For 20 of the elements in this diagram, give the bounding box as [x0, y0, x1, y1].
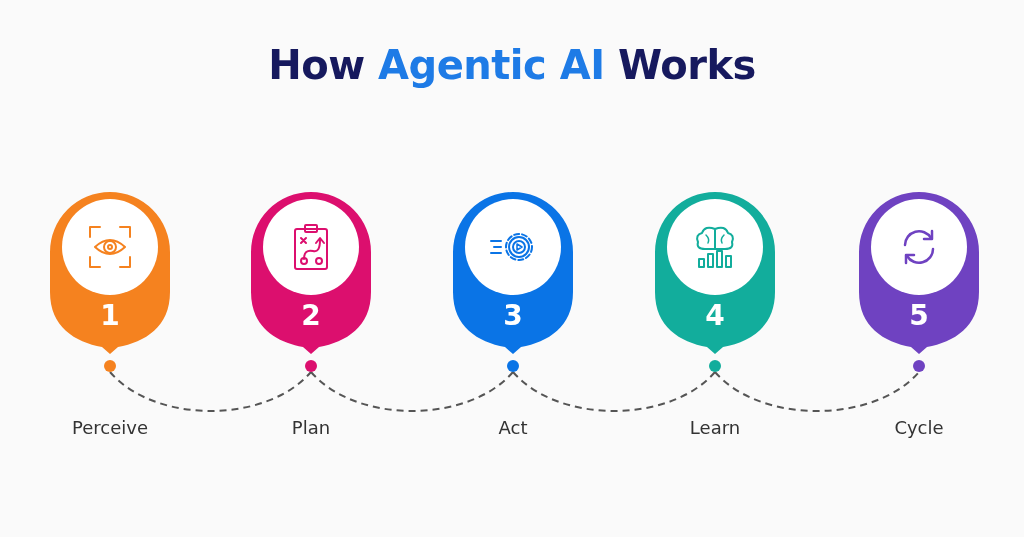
step-number: 2: [301, 300, 321, 332]
step-number: 3: [503, 300, 523, 332]
title: How Agentic AI Works: [268, 42, 756, 88]
step-pin: [859, 192, 979, 372]
step-number: 1: [100, 300, 120, 332]
dashed-connector: [512, 371, 716, 412]
step-number: 5: [909, 300, 929, 332]
step-pin: [453, 192, 573, 372]
step-label: Cycle: [894, 417, 944, 439]
step-label: Plan: [291, 417, 331, 439]
step-label: Learn: [689, 417, 741, 439]
step-pin: [50, 192, 170, 372]
step-pin: [251, 192, 371, 372]
step-label: Perceive: [72, 417, 148, 439]
dashed-connector: [109, 371, 312, 412]
step-label: Act: [498, 417, 528, 439]
dashed-connector: [714, 371, 920, 412]
step-number: 4: [705, 300, 725, 332]
step-pin: [655, 192, 775, 372]
dashed-connector: [310, 371, 514, 412]
